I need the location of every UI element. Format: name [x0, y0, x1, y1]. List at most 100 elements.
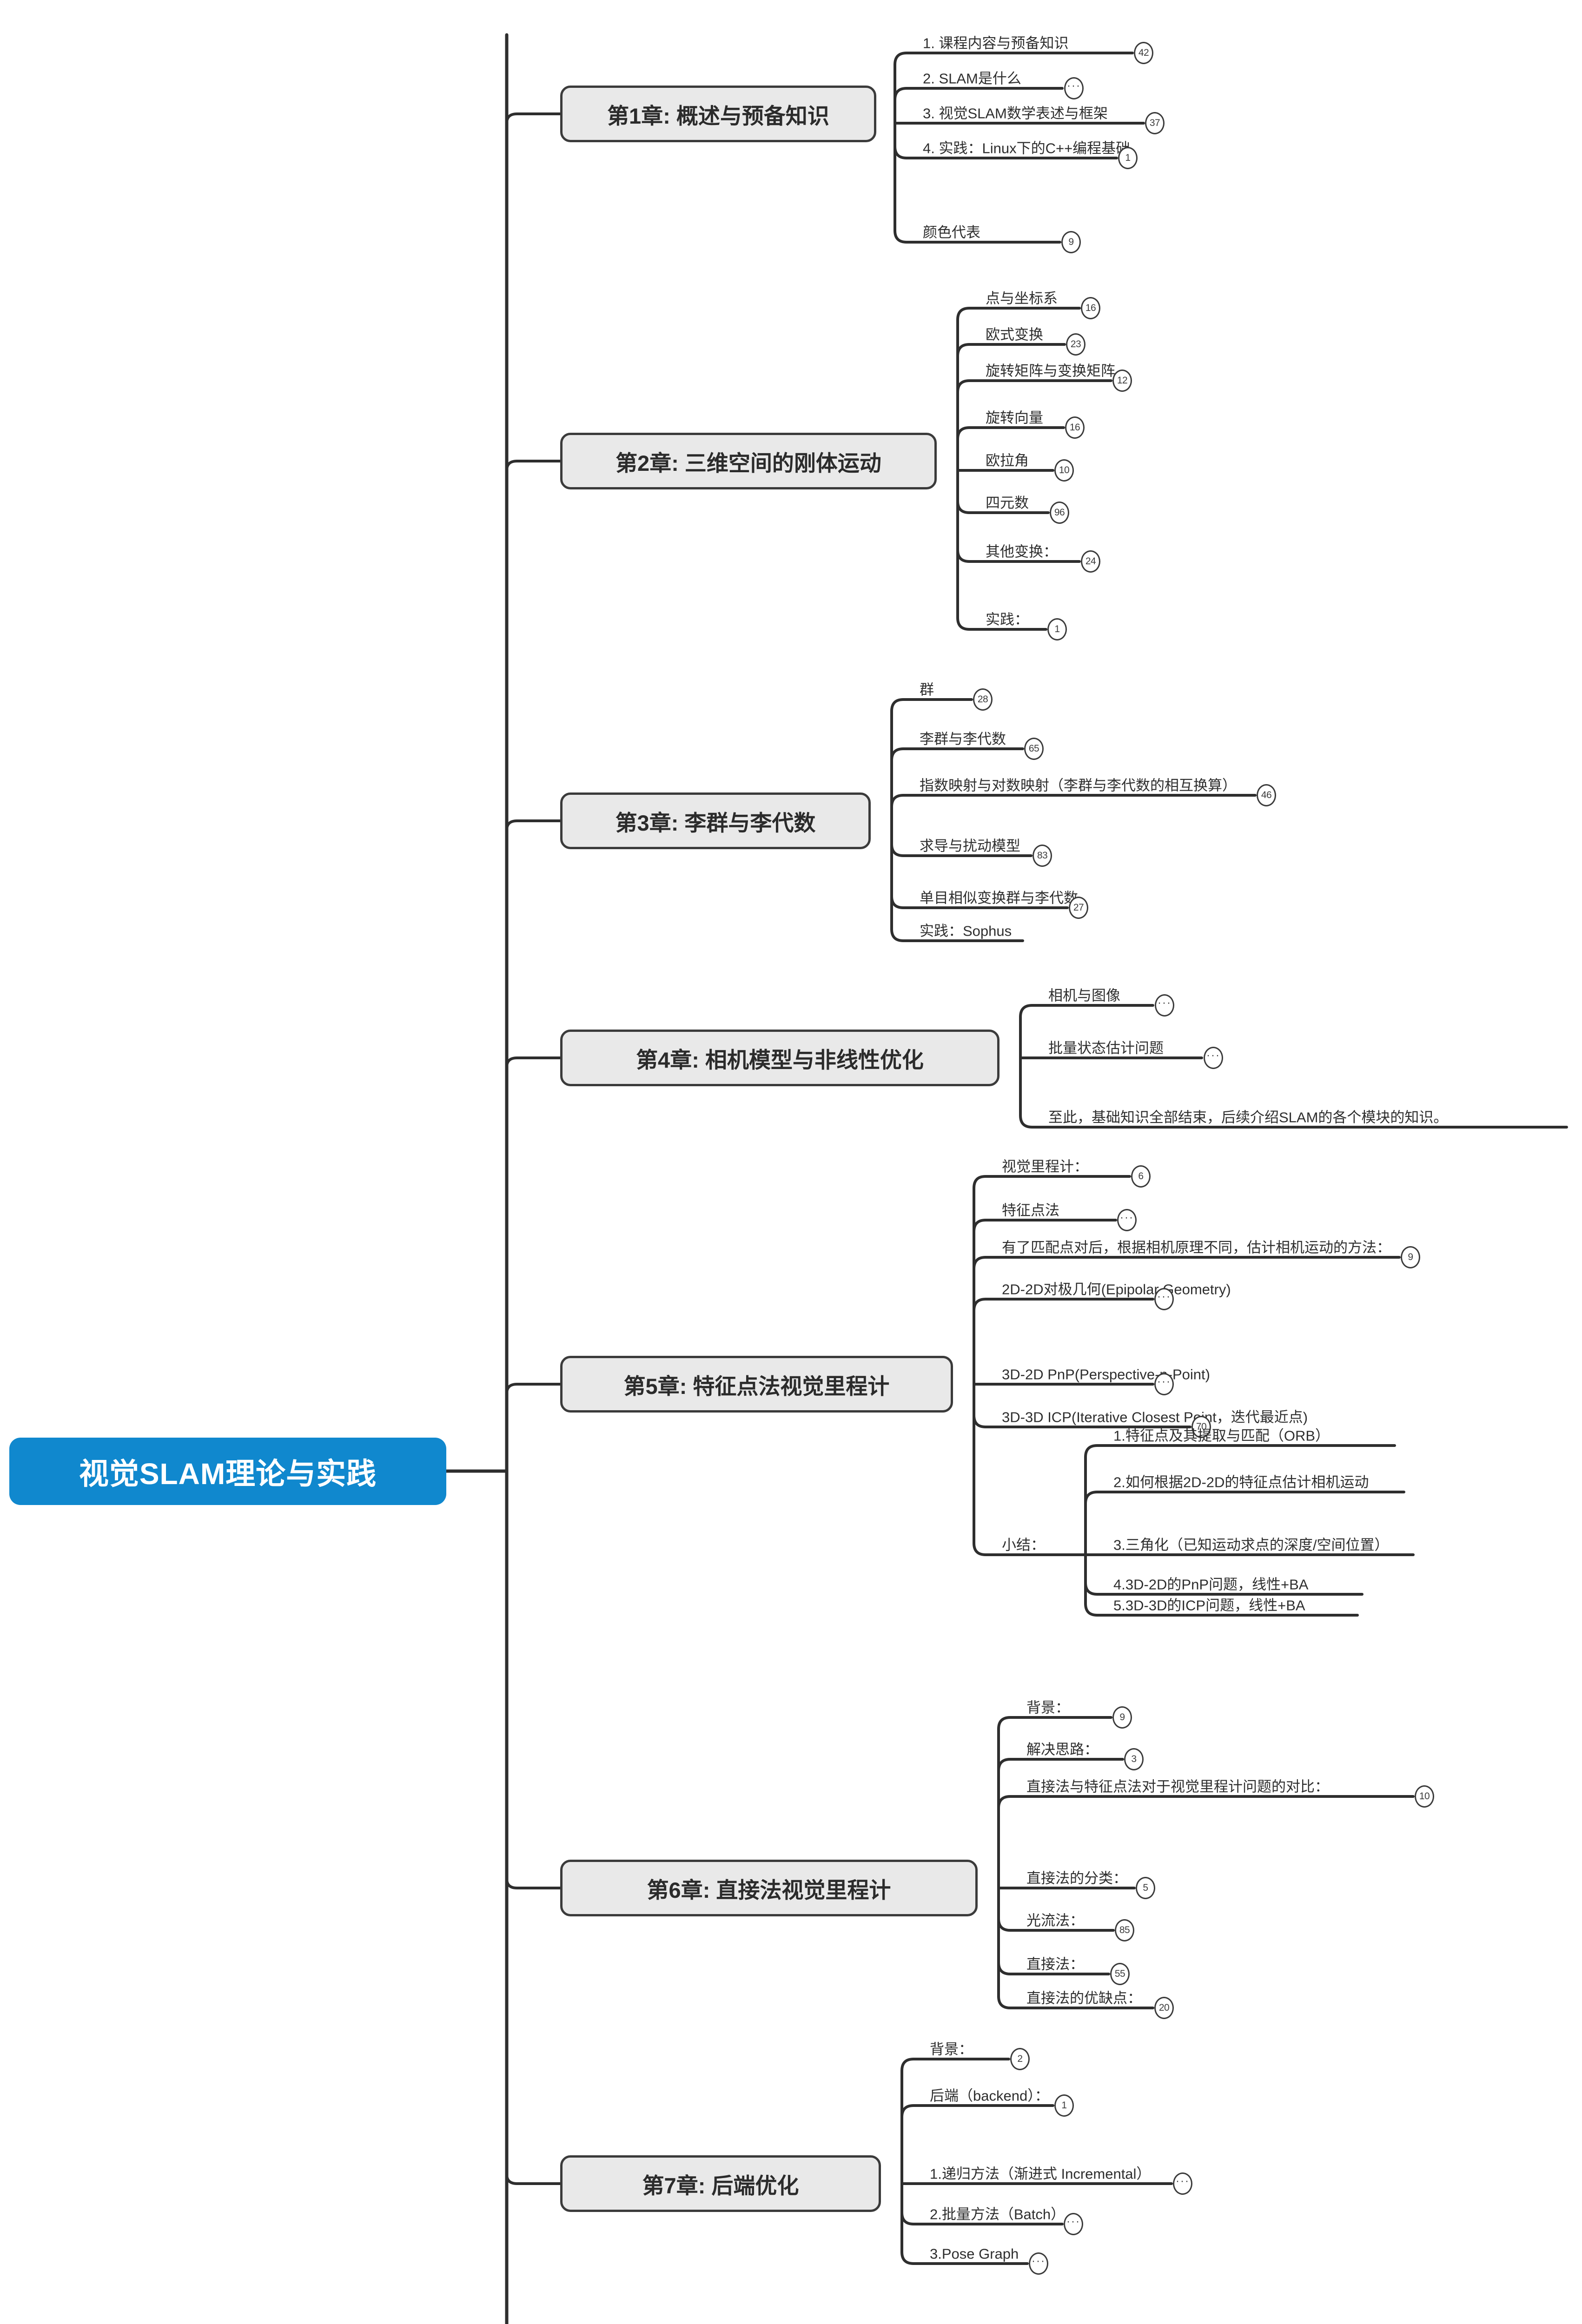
topic-label[interactable]: 1.递归方法（渐进式 Incremental） — [930, 2166, 1151, 2182]
topic-label[interactable]: 3.Pose Graph — [930, 2245, 1019, 2262]
topic-badge: 20 — [1154, 1997, 1174, 2019]
topic-label[interactable]: 相机与图像 — [1048, 987, 1120, 1004]
topic-label[interactable]: 有了匹配点对后，根据相机原理不同，估计相机运动的方法： — [1002, 1239, 1391, 1256]
chapter-label: 第4章: 相机模型与非线性优化 — [636, 1047, 924, 1072]
topic-badge: ··· — [1173, 2172, 1192, 2195]
subtopic-label[interactable]: 3.三角化（已知运动求点的深度/空间位置） — [1113, 1537, 1389, 1553]
topic-badge: 2 — [1010, 2048, 1030, 2070]
chapter-label: 第1章: 概述与预备知识 — [607, 103, 829, 128]
topic-badge: 6 — [1131, 1165, 1151, 1188]
topic-label[interactable]: 旋转向量 — [986, 409, 1043, 426]
topic-label[interactable]: 颜色代表 — [923, 224, 980, 241]
chapter-node-ch5[interactable]: 第5章: 特征点法视觉里程计 — [560, 1356, 953, 1413]
topic-badge: ··· — [1204, 1047, 1223, 1069]
topic-label[interactable]: 3D-2D PnP(Perspective-n-Point) — [1002, 1366, 1210, 1383]
chapter-node-ch2[interactable]: 第2章: 三维空间的刚体运动 — [560, 433, 937, 489]
topic-label[interactable]: 其他变换： — [986, 543, 1058, 560]
chapter-node-ch4[interactable]: 第4章: 相机模型与非线性优化 — [560, 1030, 1000, 1086]
topic-badge: 28 — [973, 688, 993, 711]
topic-label[interactable]: 4. 实践：Linux下的C++编程基础 — [923, 140, 1131, 157]
topic-label[interactable]: 单目相似变换群与李代数 — [920, 890, 1078, 906]
topic-badge: 23 — [1066, 333, 1086, 356]
topic-label[interactable]: 光流法： — [1026, 1912, 1084, 1929]
topic-badge: 9 — [1401, 1246, 1420, 1268]
topic-label[interactable]: 小结： — [1002, 1537, 1045, 1553]
topic-badge: ··· — [1064, 2213, 1083, 2235]
topic-badge: 85 — [1115, 1919, 1134, 1941]
topic-badge: 83 — [1033, 845, 1052, 867]
subtopic-label[interactable]: 4.3D-2D的PnP问题，线性+BA — [1113, 1576, 1309, 1593]
chapter-label: 第7章: 后端优化 — [642, 2173, 799, 2198]
topic-label[interactable]: 欧式变换 — [986, 326, 1043, 343]
topic-badge: 65 — [1024, 738, 1044, 760]
topic-label[interactable]: 直接法： — [1026, 1956, 1084, 1973]
topic-label[interactable]: 后端（backend）： — [930, 2087, 1049, 2104]
topic-badge: 27 — [1069, 897, 1088, 919]
chapter-node-ch3[interactable]: 第3章: 李群与李代数 — [560, 792, 871, 849]
topic-badge: ··· — [1064, 77, 1084, 99]
topic-badge: 46 — [1257, 784, 1276, 806]
topic-label[interactable]: 指数映射与对数映射（李群与李代数的相互换算） — [920, 777, 1237, 794]
topic-label[interactable]: 直接法的分类： — [1026, 1870, 1127, 1887]
topic-badge: 1 — [1054, 2094, 1074, 2117]
topic-label[interactable]: 2. SLAM是什么 — [923, 70, 1021, 87]
topic-label[interactable]: 背景： — [930, 2041, 973, 2058]
chapter-label: 第3章: 李群与李代数 — [615, 810, 816, 835]
topic-badge: ··· — [1155, 994, 1174, 1017]
topic-label[interactable]: 实践： — [986, 611, 1029, 628]
topic-badge: 9 — [1061, 231, 1081, 253]
topic-label[interactable]: 四元数 — [986, 495, 1029, 511]
topic-label[interactable]: 旋转矩阵与变换矩阵 — [986, 363, 1115, 379]
topic-badge: ··· — [1154, 1288, 1174, 1310]
topic-label[interactable]: 至此，基础知识全部结束，后续介绍SLAM的各个模块的知识。 — [1048, 1109, 1448, 1126]
topic-badge: ··· — [1117, 1209, 1137, 1231]
subtopic-label[interactable]: 2.如何根据2D-2D的特征点估计相机运动 — [1113, 1474, 1369, 1491]
topic-badge: 1 — [1047, 618, 1067, 640]
topic-badge: 3 — [1124, 1748, 1144, 1770]
chapter-node-ch6[interactable]: 第6章: 直接法视觉里程计 — [560, 1860, 978, 1916]
topic-label[interactable]: 李群与李代数 — [920, 731, 1006, 747]
topic-label[interactable]: 直接法的优缺点： — [1026, 1990, 1142, 2007]
root-label: 视觉SLAM理论与实践 — [79, 1457, 377, 1491]
topic-label[interactable]: 批量状态估计问题 — [1048, 1040, 1164, 1056]
topic-badge: 10 — [1415, 1785, 1434, 1808]
subtopic-label[interactable]: 1.特征点及其提取与匹配（ORB） — [1113, 1427, 1330, 1444]
topic-label[interactable]: 实践：Sophus — [920, 923, 1012, 939]
subtopic-label[interactable]: 5.3D-3D的ICP问题，线性+BA — [1113, 1597, 1305, 1614]
chapter-label: 第2章: 三维空间的刚体运动 — [616, 450, 881, 475]
chapter-node-ch1[interactable]: 第1章: 概述与预备知识 — [560, 86, 876, 142]
topic-badge: 1 — [1118, 147, 1138, 169]
topic-label[interactable]: 欧拉角 — [986, 452, 1029, 469]
topic-badge: ··· — [1154, 1373, 1174, 1395]
chapter-label: 第5章: 特征点法视觉里程计 — [623, 1373, 890, 1399]
chapter-label: 第6章: 直接法视觉里程计 — [647, 1877, 891, 1902]
topic-label[interactable]: 群 — [920, 681, 934, 698]
chapter-node-ch7[interactable]: 第7章: 后端优化 — [560, 2155, 881, 2212]
topic-label[interactable]: 点与坐标系 — [986, 290, 1058, 307]
root-node[interactable]: 视觉SLAM理论与实践 — [9, 1438, 446, 1505]
topic-badge: 9 — [1112, 1706, 1132, 1729]
topic-label[interactable]: 3D-3D ICP(Iterative Closest Point，迭代最近点) — [1002, 1409, 1308, 1426]
topic-label[interactable]: 求导与扰动模型 — [920, 838, 1020, 854]
topic-badge: 96 — [1050, 502, 1069, 524]
topic-badge: 24 — [1081, 550, 1100, 573]
topic-badge: 12 — [1112, 370, 1132, 392]
topic-label[interactable]: 背景： — [1026, 1699, 1070, 1716]
topic-label[interactable]: 2.批量方法（Batch） — [930, 2206, 1066, 2223]
topic-label[interactable]: 直接法与特征点法对于视觉里程计问题的对比： — [1026, 1778, 1329, 1795]
topic-badge: 42 — [1134, 42, 1153, 64]
topic-badge: 16 — [1065, 416, 1085, 439]
topic-badge: ··· — [1029, 2252, 1048, 2275]
topic-label[interactable]: 解决思路： — [1026, 1741, 1099, 1758]
topic-badge: 55 — [1110, 1963, 1130, 1985]
topic-label[interactable]: 特征点法 — [1002, 1202, 1059, 1219]
topic-label[interactable]: 视觉里程计： — [1002, 1158, 1088, 1175]
topic-label[interactable]: 3. 视觉SLAM数学表述与框架 — [923, 105, 1108, 122]
topic-label[interactable]: 1. 课程内容与预备知识 — [923, 35, 1069, 52]
topic-badge: 10 — [1054, 459, 1074, 482]
topic-label[interactable]: 2D-2D对极几何(Epipolar Geometry) — [1002, 1281, 1231, 1298]
topic-badge: 70 — [1191, 1416, 1211, 1438]
topic-badge: 37 — [1145, 112, 1165, 134]
